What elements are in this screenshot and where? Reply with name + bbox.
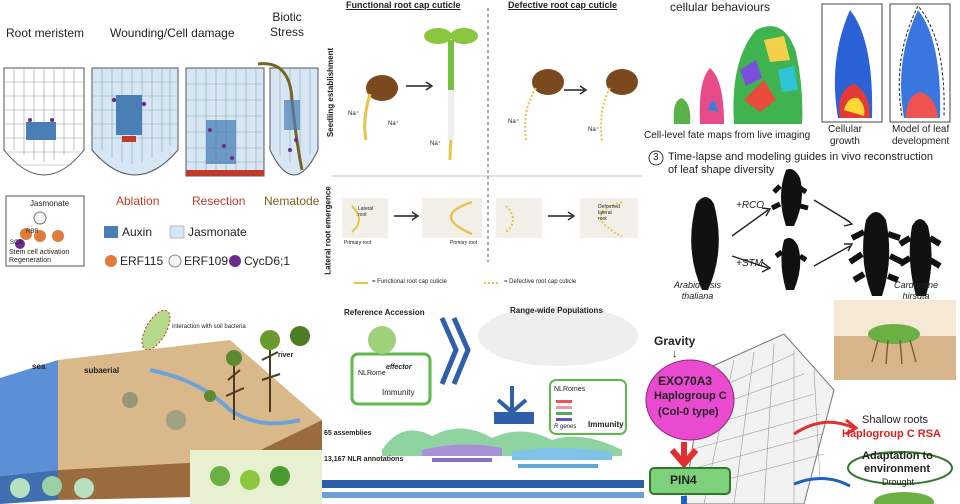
immunity-label-2: Immunity: [588, 420, 624, 429]
legend-auxin-label: Auxin: [122, 225, 153, 239]
adaptation-line1: Adaptation to: [862, 450, 933, 462]
gravity-illustration: [645, 300, 956, 504]
legend-erf109-dot: [168, 254, 182, 268]
step3-text: Time-lapse and modeling guides in vivo r…: [668, 151, 933, 176]
na-label-5: Na⁺: [588, 127, 599, 133]
jasmonate-inset-box: [5, 195, 85, 267]
cuticle-illustrations: [332, 8, 642, 284]
deformed-root-label: Deformed lateral root: [598, 204, 620, 222]
na-label-1: Na⁺: [348, 111, 359, 117]
landscape-illustration: [0, 309, 322, 504]
inset-rbr: RBR: [26, 229, 39, 235]
caption-nematode: Nematode: [264, 194, 320, 208]
legend-erf115-dot: [105, 255, 117, 267]
legend-jasmonate-label: Jasmonate: [188, 225, 247, 239]
label-river: river: [278, 352, 294, 359]
step3-number: 3: [653, 152, 659, 163]
panel-gravity-exo70a3: Gravity ↓ EXO70A3 Haplogroup C (Col-0 ty…: [644, 300, 960, 504]
rco-label: +RCO: [736, 200, 765, 211]
drought-label: Drought: [882, 477, 915, 487]
legend-erf109-label: ERF109: [184, 254, 229, 268]
immunity-label: Immunity: [382, 388, 415, 397]
adaptation-line2: environment: [864, 463, 931, 475]
shallow-roots-label: Shallow roots: [862, 414, 929, 426]
head-defective: Defective root cap cuticle: [508, 0, 618, 10]
gravity-arrow: ↓: [672, 348, 678, 360]
lateral-root-label: Lateral root: [358, 206, 374, 218]
inset-jasmonate: Jasmonate: [30, 199, 70, 208]
panel-root-regeneration: Root meristem Wounding/Cell damage Bioti…: [0, 0, 322, 290]
haplogroup-c-rsa-label: Haplogroup C RSA: [842, 428, 941, 440]
reference-accession: Reference Accession: [344, 308, 425, 317]
nlr-annotations-count: 13,167 NLR annotations: [324, 456, 404, 463]
haplogroup-c-label: Haplogroup C: [654, 390, 727, 402]
legend-defective: = Defective root cap cuticle: [504, 279, 577, 285]
model-caption: Model of leaf development: [892, 124, 950, 147]
pin4-label: PIN4: [670, 473, 697, 487]
growth-caption: Cellular growth: [828, 124, 862, 147]
range-wide-populations: Range-wide Populations: [510, 306, 603, 315]
na-label-4: Na⁺: [508, 119, 519, 125]
inset-stem-cell: Stem cell activation: [9, 249, 70, 256]
nlrome-label: NLRome: [358, 370, 386, 377]
inset-scr: SCR: [10, 240, 23, 246]
label-soil-bacteria: interaction with soil bacteria: [172, 324, 246, 330]
nematode-drawing: [257, 62, 319, 176]
legend-auxin-swatch: [104, 226, 118, 238]
na-label-2: Na⁺: [388, 121, 399, 127]
fate-map-caption: Cell-level fate maps from live imaging: [644, 130, 811, 141]
panel-landscape: sea subaerial river interaction with soi…: [0, 300, 322, 504]
na-label-3: Na⁺: [430, 141, 441, 147]
species-cardamine: Cardamine hirsuta: [894, 280, 939, 300]
exo70a3-label: EXO70A3: [658, 374, 713, 388]
root-illustrations: [3, 62, 319, 268]
col0-label: (Col-0 type): [658, 406, 719, 418]
caption-ablation: Ablation: [116, 194, 160, 208]
legend-cycd-label: CycD6;1: [244, 254, 291, 268]
panel-nlrome: Reference Accession Range-wide Populatio…: [322, 300, 644, 504]
head-functional: Functional root cap cuticle: [346, 0, 461, 10]
species-arabidopsis: Arabidopsis thaliana: [674, 280, 722, 300]
leaf-title-top: cellular behaviours: [670, 0, 771, 14]
label-biotic-stress: Biotic Stress: [270, 10, 305, 39]
leaf-illustrations: [648, 3, 951, 296]
legend-functional: = Functional root cap cuticle: [372, 279, 447, 285]
panel-root-cap-cuticle: Functional root cap cuticle Defective ro…: [322, 0, 642, 290]
caption-resection: Resection: [192, 194, 246, 208]
label-subaerial: subaerial: [84, 366, 120, 375]
panel-leaf-development: cellular behaviours: [644, 0, 960, 300]
primary-root-label-2: Primary root: [450, 240, 478, 246]
nlrome-illustration: [322, 306, 644, 498]
assemblies-count: 65 assemblies: [324, 430, 372, 437]
label-root-meristem: Root meristem: [6, 26, 85, 40]
inset-regeneration: Regeneration: [9, 257, 52, 264]
wounding-ablation-drawing: [91, 67, 179, 176]
legend-jasmonate-swatch: [169, 225, 185, 239]
legend-cycd-dot: [229, 255, 241, 267]
wounding-resection-drawing: [185, 67, 265, 177]
r-genes-label: R genes: [554, 424, 577, 430]
label-wounding: Wounding/Cell damage: [110, 26, 235, 40]
legend-erf115-label: ERF115: [120, 254, 164, 268]
root-meristem-drawing: [3, 67, 85, 176]
stm-label: +STM: [736, 258, 763, 269]
nlromes-label: NLRomes: [554, 386, 586, 393]
primary-root-label-1: Primary root: [344, 240, 372, 246]
effector-label: effector: [386, 364, 412, 371]
gravity-label: Gravity: [654, 334, 696, 348]
label-sea: sea: [32, 362, 46, 371]
